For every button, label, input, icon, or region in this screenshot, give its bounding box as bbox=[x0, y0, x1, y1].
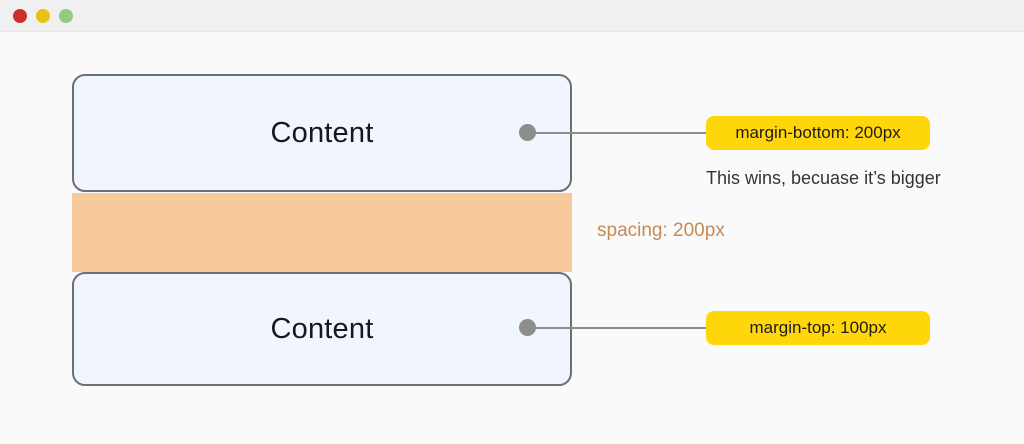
connector-dot-icon-bottom bbox=[519, 319, 536, 336]
content-box-top-label: Content bbox=[270, 116, 374, 149]
content-box-bottom-label: Content bbox=[270, 312, 374, 345]
badge-margin-bottom: margin-bottom: 200px bbox=[706, 116, 930, 150]
window-controls bbox=[13, 9, 73, 23]
connector-line-top bbox=[528, 131, 710, 134]
spacing-band bbox=[72, 193, 572, 272]
maximize-button[interactable] bbox=[59, 9, 73, 23]
spacing-band-label: spacing: 200px bbox=[597, 220, 725, 241]
minimize-button[interactable] bbox=[36, 9, 50, 23]
connector-line-bottom bbox=[528, 326, 710, 329]
content-box-top: Content bbox=[72, 74, 572, 192]
badge-margin-top: margin-top: 100px bbox=[706, 311, 930, 345]
annotation-note-wins: This wins, becuase it’s bigger bbox=[706, 168, 941, 188]
close-button[interactable] bbox=[13, 9, 27, 23]
diagram-canvas: Content spacing: 200px Content margin-bo… bbox=[0, 32, 1024, 444]
content-box-bottom: Content bbox=[72, 272, 572, 386]
connector-dot-icon-top bbox=[519, 124, 536, 141]
window-titlebar bbox=[0, 0, 1024, 32]
